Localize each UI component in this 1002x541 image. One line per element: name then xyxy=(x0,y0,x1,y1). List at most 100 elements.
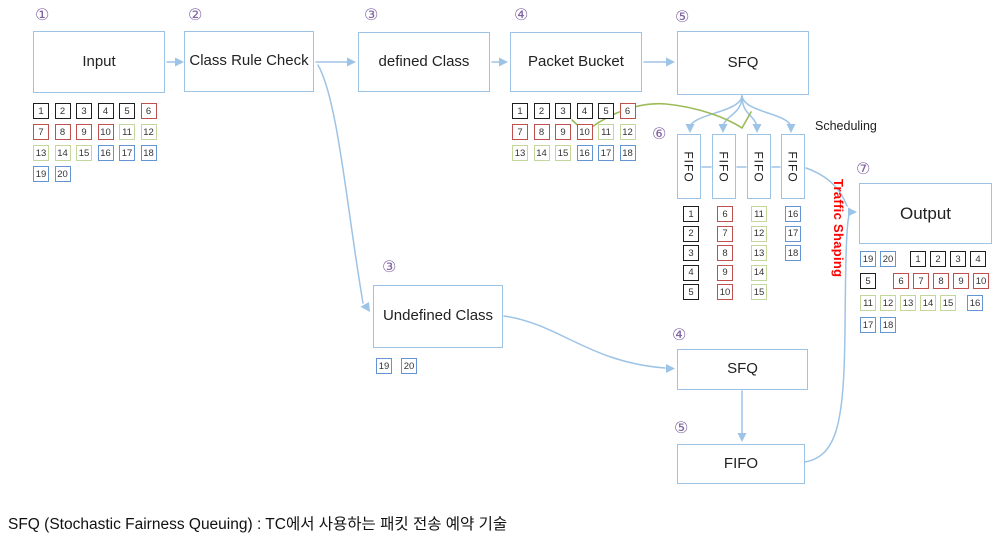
step-number-4: ④ xyxy=(514,5,529,24)
node-fifo-queue-1: FIFO xyxy=(677,134,701,199)
packet-6: 6 xyxy=(140,103,157,119)
packet-7: 7 xyxy=(717,225,733,242)
arrowhead-bucket-to-sfq xyxy=(666,57,675,67)
packet-8: 8 xyxy=(533,124,550,140)
packet-5: 5 xyxy=(860,273,876,289)
connector-crc-to-undefined xyxy=(317,64,364,304)
packet-18: 18 xyxy=(880,317,896,333)
packet-17: 17 xyxy=(860,317,876,333)
node-sfq-bottom: SFQ xyxy=(677,349,808,390)
fifo-queue-2-label: FIFO xyxy=(717,150,732,183)
packet-3: 3 xyxy=(683,245,699,261)
packet-14: 14 xyxy=(54,145,71,161)
arrowhead-crc-to-undefined xyxy=(360,302,370,312)
packet-9: 9 xyxy=(76,124,92,140)
packet-6: 6 xyxy=(619,103,636,119)
node-defined-class: defined Class xyxy=(358,32,490,92)
arrowhead-undefined-to-sfq xyxy=(666,364,675,373)
packet-17: 17 xyxy=(119,145,135,161)
packet-12: 12 xyxy=(140,124,157,140)
node-input: Input xyxy=(33,31,165,93)
packet-12: 12 xyxy=(751,225,767,242)
packet-10: 10 xyxy=(576,124,593,140)
packet-13: 13 xyxy=(751,245,767,261)
connector-sfq-to-fifo1 xyxy=(689,95,743,127)
step-number-1: ① xyxy=(35,5,50,24)
packet-20: 20 xyxy=(401,358,417,374)
packet-7: 7 xyxy=(913,273,929,289)
packet-11: 11 xyxy=(751,206,767,222)
arrowhead-defined-to-bucket xyxy=(499,57,508,67)
step-number-5-bottom: ⑤ xyxy=(674,418,689,437)
packet-19: 19 xyxy=(33,166,49,182)
packet-17: 17 xyxy=(598,145,614,161)
packet-1: 1 xyxy=(683,206,699,222)
node-fifo-queue-2: FIFO xyxy=(712,134,736,199)
packet-9: 9 xyxy=(953,273,969,289)
step-number-4-bottom: ④ xyxy=(672,325,687,344)
packet-14: 14 xyxy=(920,295,936,311)
packet-1: 1 xyxy=(910,251,926,267)
packet-11: 11 xyxy=(598,124,614,140)
connector-sfq-to-fifo2 xyxy=(722,95,743,127)
packet-7: 7 xyxy=(512,124,528,140)
node-packet-bucket: Packet Bucket xyxy=(510,32,642,92)
step-number-5: ⑤ xyxy=(675,7,690,26)
packet-12: 12 xyxy=(880,295,896,311)
diagram-caption: SFQ (Stochastic Fairness Queuing) : TC에서… xyxy=(8,516,508,533)
arrowhead-sfq-to-fifo4 xyxy=(786,124,796,133)
traffic-shaping-label: Traffic Shaping xyxy=(831,179,846,278)
packet-15: 15 xyxy=(751,284,767,300)
packet-13: 13 xyxy=(900,295,916,311)
packet-3: 3 xyxy=(950,251,966,267)
packet-1: 1 xyxy=(512,103,528,119)
packet-16: 16 xyxy=(967,295,983,311)
packet-2: 2 xyxy=(683,225,699,242)
step-number-2: ② xyxy=(188,5,203,24)
packet-4: 4 xyxy=(576,103,593,119)
scheduling-label: Scheduling xyxy=(815,119,877,133)
step-number-7: ⑦ xyxy=(856,159,871,178)
arrowhead-sfq-to-fifo2 xyxy=(718,124,728,133)
node-fifo-queue-3: FIFO xyxy=(747,134,771,199)
packet-14: 14 xyxy=(751,264,767,281)
packet-1: 1 xyxy=(33,103,49,119)
connector-sfq-to-fifo4 xyxy=(741,95,792,127)
packet-8: 8 xyxy=(933,273,949,289)
packet-4: 4 xyxy=(970,251,986,267)
packet-16: 16 xyxy=(785,206,801,222)
packet-11: 11 xyxy=(119,124,135,140)
packet-9: 9 xyxy=(555,124,571,140)
packet-18: 18 xyxy=(785,245,801,261)
step-number-6: ⑥ xyxy=(652,124,667,143)
packet-4: 4 xyxy=(97,103,114,119)
packet-2: 2 xyxy=(930,251,946,267)
packet-16: 16 xyxy=(576,145,593,161)
packet-14: 14 xyxy=(533,145,550,161)
packet-10: 10 xyxy=(717,284,733,300)
packet-10: 10 xyxy=(97,124,114,140)
step-number-3: ③ xyxy=(364,5,379,24)
packet-8: 8 xyxy=(54,124,71,140)
node-fifo-bottom: FIFO xyxy=(677,444,805,484)
packet-19: 19 xyxy=(376,358,392,374)
arrowhead-sfq-to-fifo1 xyxy=(685,124,695,133)
packet-18: 18 xyxy=(140,145,157,161)
fifo-queue-3-label: FIFO xyxy=(752,150,767,183)
node-output: Output xyxy=(859,183,992,244)
packet-15: 15 xyxy=(555,145,571,161)
packet-5: 5 xyxy=(119,103,135,119)
packet-11: 11 xyxy=(860,295,876,311)
fifo-queue-4-label: FIFO xyxy=(786,150,801,183)
